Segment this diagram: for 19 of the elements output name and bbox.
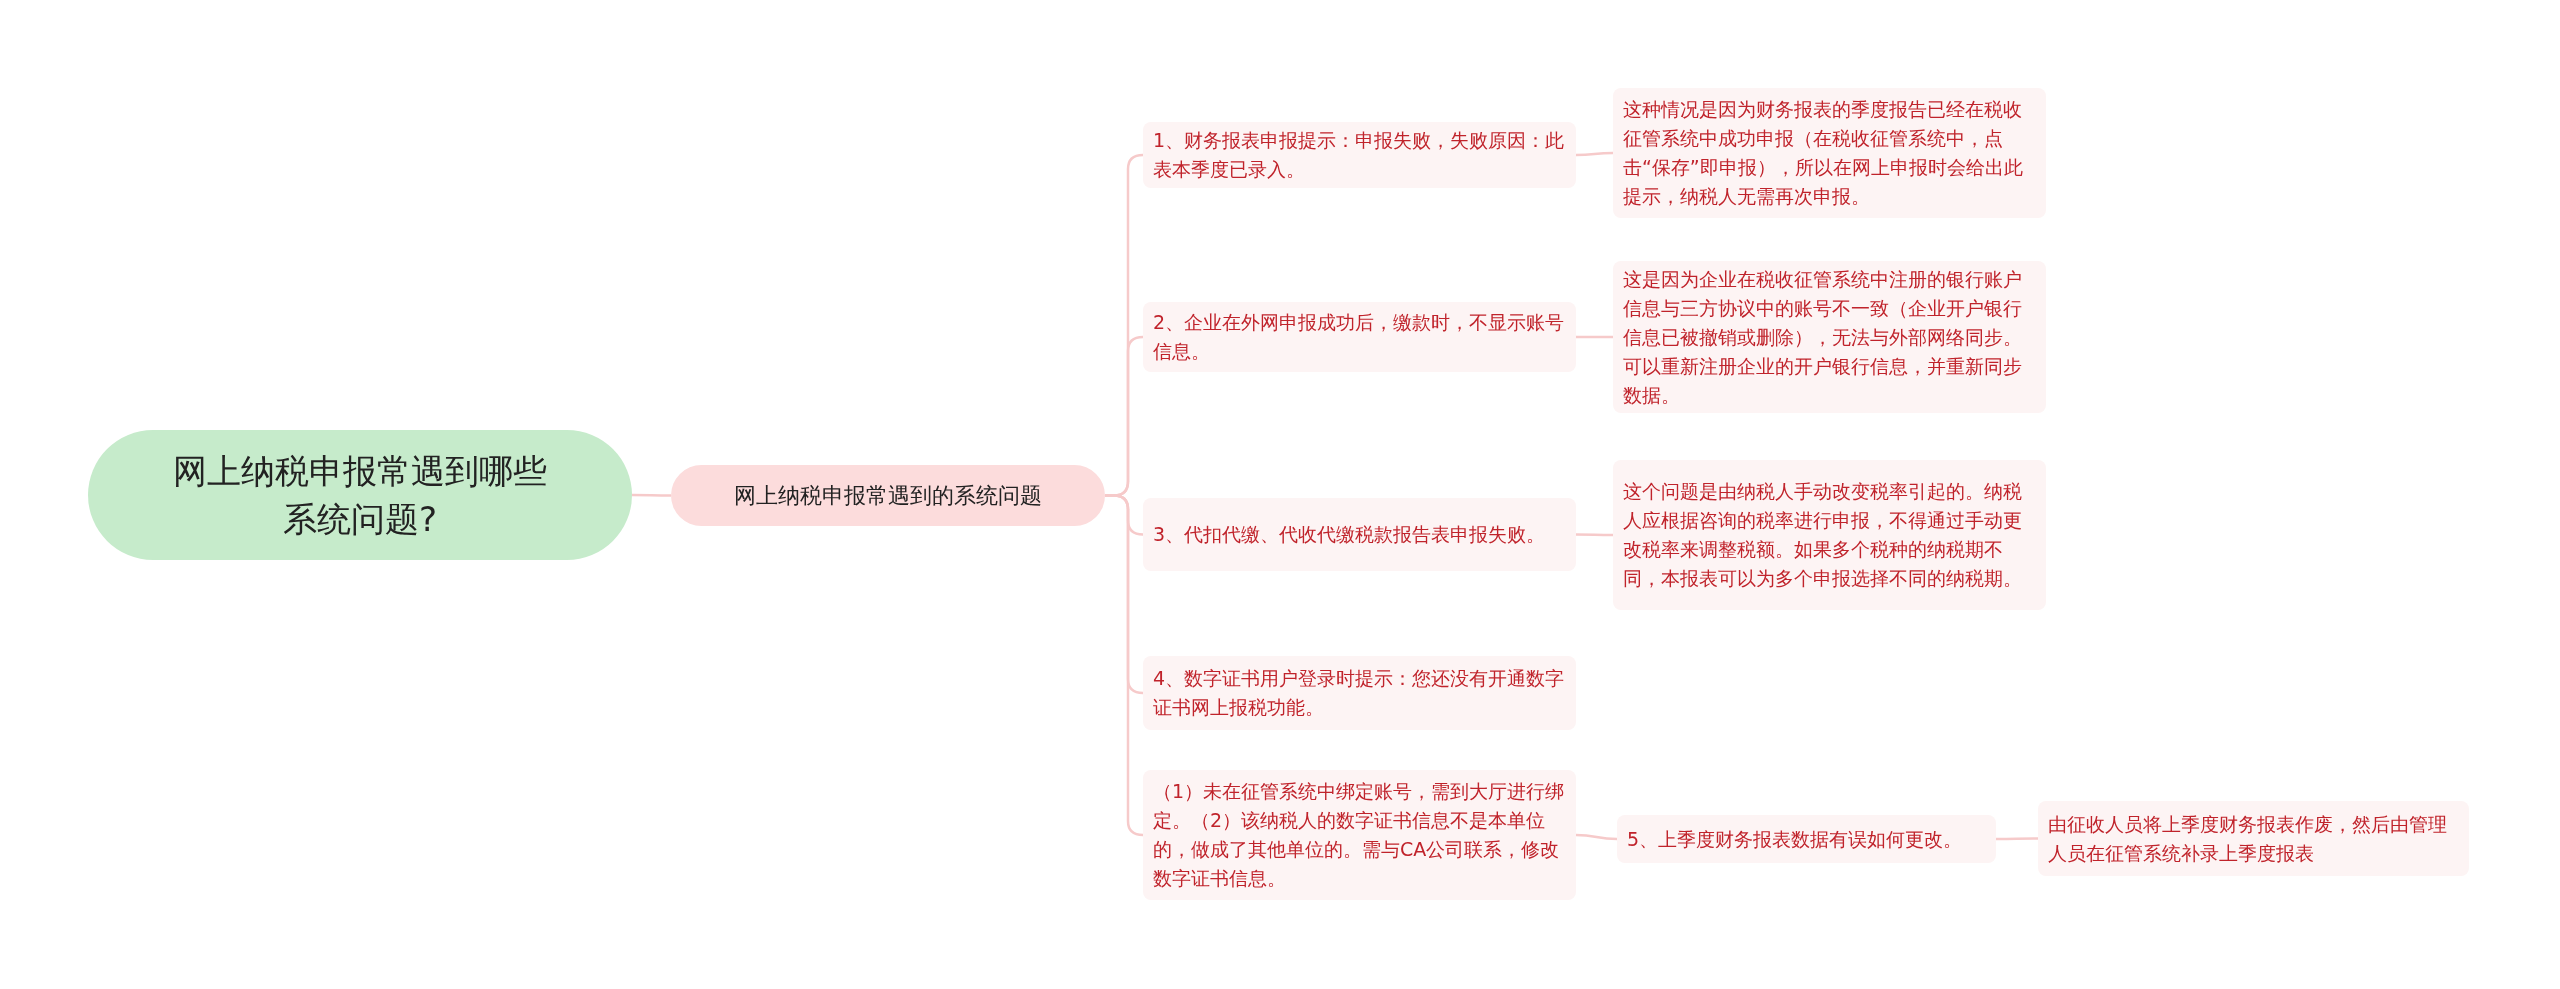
topic-box: 由征收人员将上季度财务报表作废，然后由管理人员在征管系统补录上季度报表: [2038, 801, 2469, 876]
topic-bubble: 网上纳税申报常遇到哪些系统问题?: [88, 430, 632, 560]
subtopic-bubble: 网上纳税申报常遇到的系统问题: [671, 465, 1105, 526]
topic-box: 2、企业在外网申报成功后，缴款时，不显示账号信息。: [1143, 302, 1576, 372]
topic-box: 3、代扣代缴、代收代缴税款报告表申报失败。: [1143, 498, 1576, 571]
topic-box: 5、上季度财务报表数据有误如何更改。: [1617, 815, 1996, 863]
topic-box: 1、财务报表申报提示：申报失败，失败原因：此表本季度已录入。: [1143, 122, 1576, 188]
connector-line: [632, 493, 671, 497]
connector-line: [1105, 494, 1144, 837]
connector-line: [1576, 533, 1613, 537]
topic-box: 这个问题是由纳税人手动改变税率引起的。纳税人应根据咨询的税率进行申报，不得通过手动更改税率来调整税额。如果多个税种的纳税期不同，本报表可以为多个申报选择不同的纳税期。: [1613, 460, 2046, 610]
topic-box: 这种情况是因为财务报表的季度报告已经在税收征管系统中成功申报（在税收征管系统中，点击“保存”即申报），所以在网上申报时会给出此提示，纳税人无需再次申报。: [1613, 88, 2046, 218]
topic-box: 4、数字证书用户登录时提示：您还没有开通数字证书网上报税功能。: [1143, 656, 1576, 730]
connector-line: [1576, 151, 1613, 157]
topic-box: （1）未在征管系统中绑定账号，需到大厅进行绑定。（2）该纳税人的数字证书信息不是本单位的，做成了其他单位的。需与CA公司联系，修改数字证书信息。: [1143, 770, 1576, 900]
connector-line: [1576, 335, 1613, 339]
connector-line: [1575, 833, 1618, 841]
connector-line: [1996, 837, 2038, 841]
topic-box: 这是因为企业在税收征管系统中注册的银行账户信息与三方协议中的账号不一致（企业开户银行信息已被撤销或删除），无法与外部网络同步。可以重新注册企业的开户银行信息，并重新同步数据。: [1613, 261, 2046, 413]
